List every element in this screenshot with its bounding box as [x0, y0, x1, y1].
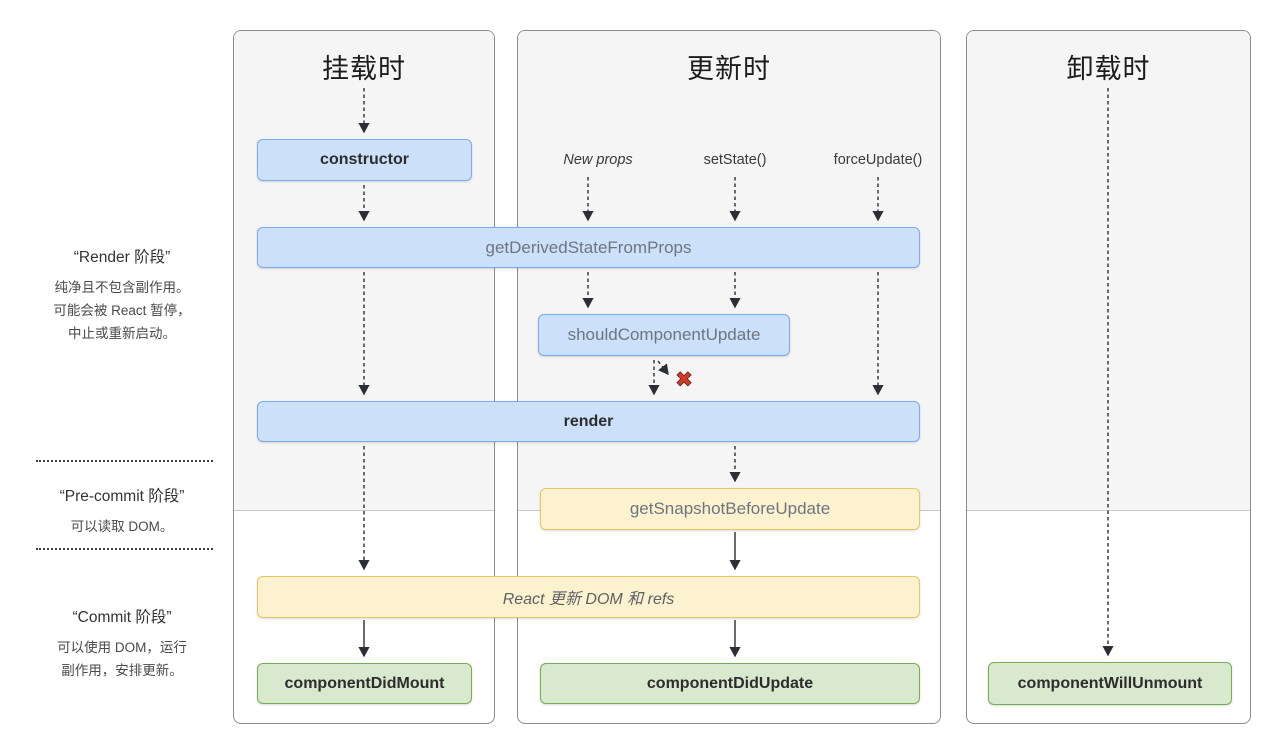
phase-title: “Commit 阶段”	[72, 609, 172, 626]
node-getsnapshotbeforeupdate[interactable]: getSnapshotBeforeUpdate	[540, 488, 920, 530]
node-getderivedstatefromprops[interactable]: getDerivedStateFromProps	[257, 227, 920, 268]
column-title-mounting: 挂载时	[322, 54, 406, 84]
update-source-forceupdate: forceUpdate()	[833, 152, 923, 168]
phase-separator	[36, 460, 213, 462]
phase-label-precommit: “Pre-commit 阶段” 可以读取 DOM。	[18, 484, 226, 538]
phase-separator	[36, 548, 213, 550]
node-componentdidupdate[interactable]: componentDidUpdate	[540, 663, 920, 704]
column-title-unmounting: 卸载时	[1066, 54, 1151, 84]
phase-title: “Render 阶段”	[73, 249, 171, 266]
node-render[interactable]: render	[257, 401, 920, 442]
update-source-setstate: setState()	[703, 152, 767, 168]
column-title-updating: 更新时	[687, 54, 771, 84]
phase-description: 纯净且不包含副作用。 可能会被 React 暂停， 中止或重新启动。	[53, 280, 191, 341]
phase-description: 可以读取 DOM。	[70, 519, 174, 534]
node-shouldcomponentupdate[interactable]: shouldComponentUpdate	[538, 314, 790, 356]
update-source-new-props: New props	[563, 152, 633, 168]
phase-label-render: “Render 阶段” 纯净且不包含副作用。 可能会被 React 暂停， 中止…	[18, 245, 226, 345]
node-componentdidmount[interactable]: componentDidMount	[257, 663, 472, 704]
update-blocked-cross-icon: ✖	[675, 369, 693, 392]
phase-title: “Pre-commit 阶段”	[59, 488, 185, 505]
phase-label-commit: “Commit 阶段” 可以使用 DOM，运行 副作用，安排更新。	[18, 605, 226, 682]
phase-description: 可以使用 DOM，运行 副作用，安排更新。	[57, 640, 187, 678]
node-componentwillunmount[interactable]: componentWillUnmount	[988, 662, 1232, 705]
node-react-updates-dom: React 更新 DOM 和 refs	[257, 576, 920, 618]
node-constructor[interactable]: constructor	[257, 139, 472, 181]
